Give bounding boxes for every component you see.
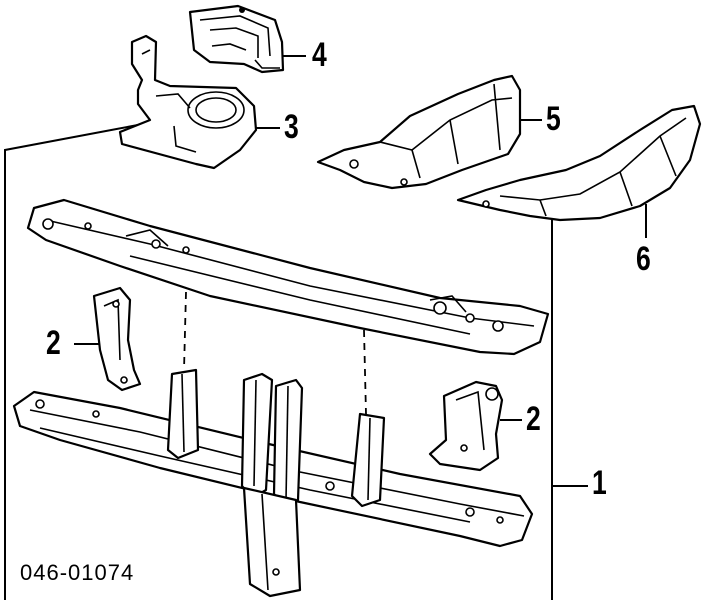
part-2-left-bracket: [92, 286, 142, 392]
left-post: [166, 368, 200, 460]
center-post-b: [272, 378, 304, 508]
callout-4: 4: [312, 36, 327, 74]
callout-6: 6: [636, 240, 651, 278]
callout-2-left: 2: [46, 324, 61, 362]
callout-3: 3: [284, 108, 299, 146]
upper-tie-bar: [26, 198, 550, 356]
alignment-line-left: [183, 291, 187, 371]
part-6-rail: [456, 104, 702, 222]
callout-2-right: 2: [526, 400, 541, 438]
right-post: [350, 412, 386, 508]
callout-5: 5: [546, 100, 561, 138]
part-4-bracket: [188, 4, 285, 74]
diagram-code: 046-01074: [20, 560, 135, 585]
part-2-right-bracket: [428, 380, 504, 472]
callout-1: 1: [592, 464, 607, 502]
alignment-line-right: [363, 329, 367, 415]
center-post-a: [240, 372, 274, 500]
part-3-mount: [118, 34, 258, 170]
assembly-frame: [4, 117, 176, 600]
part-5-rail: [316, 74, 522, 190]
center-lower-post: [242, 486, 302, 598]
